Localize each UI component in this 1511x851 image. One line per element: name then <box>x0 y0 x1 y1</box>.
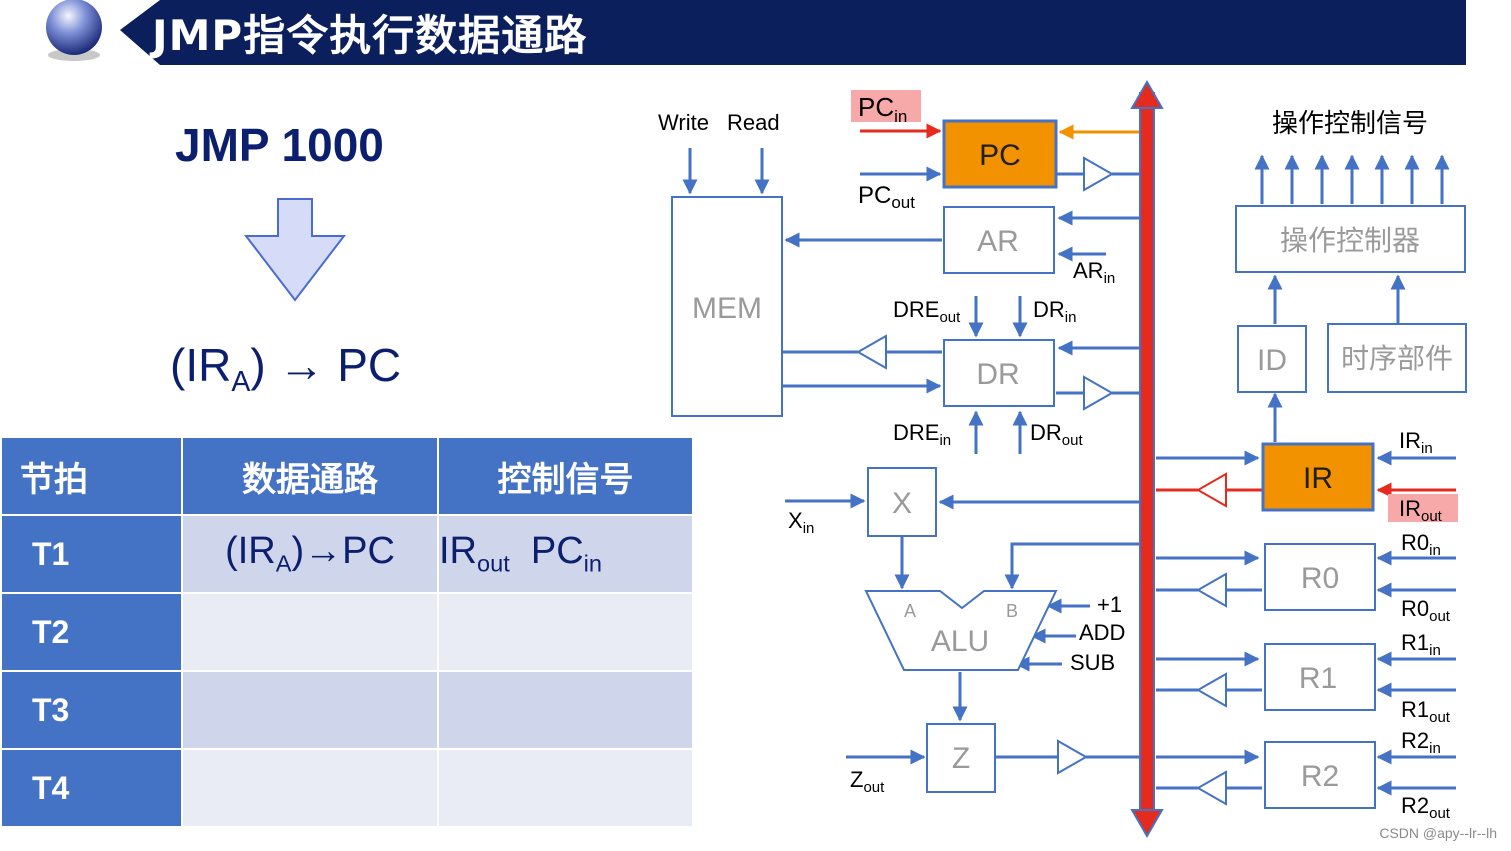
alu-unit <box>864 590 1058 671</box>
pc-register <box>942 119 1058 189</box>
dr-out-buffer-icon <box>1083 375 1115 411</box>
z-out-buffer-icon <box>1057 739 1089 775</box>
timing-unit <box>1327 323 1467 393</box>
signals-cell <box>437 592 694 672</box>
alu-op-inc: +1 <box>1097 592 1122 617</box>
column-header: 控制信号 <box>437 436 694 516</box>
pc-in-highlight <box>851 90 921 122</box>
dre-out-label: DREout <box>893 297 961 326</box>
bus-down-arrow-icon <box>1130 809 1164 839</box>
table-row: T1 (IRA)→PC IRout PCin <box>0 514 694 594</box>
x-label: X <box>892 487 912 520</box>
r1-in-label: R1in <box>1401 630 1441 659</box>
ir-label: IR <box>1303 462 1333 495</box>
table-row: T3 <box>0 670 694 750</box>
column-header: 节拍 <box>0 436 183 516</box>
signals-cell <box>437 748 694 828</box>
step-cell: T4 <box>0 748 183 828</box>
signals-cell <box>437 670 694 750</box>
ir-in-label: IRin <box>1399 428 1433 457</box>
controller-box <box>1235 205 1466 273</box>
r0-register <box>1264 543 1376 611</box>
timing-label: 时序部件 <box>1341 342 1453 375</box>
write-label: Write <box>658 110 709 135</box>
dr-in-label: DRin <box>1033 297 1076 326</box>
ir-out-buffer-icon <box>1195 472 1227 508</box>
signals-cell: IRout PCin <box>437 514 694 594</box>
r1-out-label: R1out <box>1401 697 1451 726</box>
mem-out-buffer-icon <box>855 334 887 370</box>
pc-out-label: PCout <box>858 182 915 212</box>
table-header-row: 节拍 数据通路 控制信号 <box>0 436 694 516</box>
x-in-label: Xin <box>788 508 814 537</box>
r0-in-label: R0in <box>1401 530 1441 559</box>
mem-box <box>671 196 783 417</box>
read-label: Read <box>727 110 780 135</box>
r2-label: R2 <box>1301 760 1339 793</box>
r1-label: R1 <box>1299 662 1337 695</box>
r2-out-buffer-icon <box>1195 770 1227 806</box>
ir-register <box>1261 442 1375 512</box>
r0-label: R0 <box>1301 562 1339 595</box>
table-row: T4 <box>0 748 694 828</box>
control-signals-label: 操作控制信号 <box>1272 109 1428 139</box>
datapath-cell: (IRA)→PC <box>181 514 439 594</box>
z-label: Z <box>952 742 970 775</box>
controller-label: 操作控制器 <box>1280 224 1420 257</box>
bus-up-arrow-icon <box>1130 79 1164 109</box>
header-bar <box>46 0 1466 65</box>
datapath-cell <box>181 670 439 750</box>
mem-label: MEM <box>692 292 762 325</box>
r2-register <box>1264 741 1376 809</box>
r2-out-label: R2out <box>1401 793 1451 822</box>
r0-out-label: R0out <box>1401 596 1451 625</box>
pc-out-buffer-icon <box>1083 156 1115 192</box>
alu-op-sub: SUB <box>1070 650 1115 675</box>
watermark: CSDN @apy--lr--lh <box>1379 825 1497 841</box>
dr-label: DR <box>976 358 1019 391</box>
operation-formula: (IRA) → PC <box>170 339 402 399</box>
z-out-label: Zout <box>850 767 885 796</box>
ar-in-label: ARin <box>1073 258 1115 287</box>
instruction-label: JMP 1000 <box>175 119 384 171</box>
dr-register <box>943 339 1055 407</box>
step-cell: T2 <box>0 592 183 672</box>
dre-in-label: DREin <box>893 420 951 449</box>
ar-register <box>943 206 1055 274</box>
datapath-cell <box>181 748 439 828</box>
r0-out-buffer-icon <box>1195 572 1227 608</box>
pc-in-label: PCin <box>858 92 907 126</box>
ir-out-label: IRout <box>1399 496 1443 525</box>
dr-out-label: DRout <box>1030 420 1083 449</box>
ar-label: AR <box>977 225 1019 258</box>
z-register <box>926 723 996 793</box>
column-header: 数据通路 <box>181 436 439 516</box>
page-title: JMP指令执行数据通路 <box>152 11 588 60</box>
alu-input-a-label: A <box>904 601 916 621</box>
header-bullet-icon <box>46 0 102 55</box>
datapath-cell <box>181 592 439 672</box>
system-bus <box>1130 79 1164 839</box>
id-box <box>1237 325 1307 393</box>
table-row: T2 <box>0 592 694 672</box>
r1-register <box>1264 643 1376 711</box>
x-register <box>867 467 937 537</box>
alu-input-b-label: B <box>1006 601 1018 621</box>
steps-table: 节拍 数据通路 控制信号 T1 (IRA)→PC IRout PCin T2 T… <box>0 436 694 828</box>
r1-out-buffer-icon <box>1195 672 1227 708</box>
pc-label: PC <box>979 139 1021 172</box>
alu-label: ALU <box>931 625 989 658</box>
step-cell: T3 <box>0 670 183 750</box>
ir-out-highlight <box>1388 494 1458 522</box>
step-cell: T1 <box>0 514 183 594</box>
alu-op-add: ADD <box>1079 620 1125 645</box>
r2-in-label: R2in <box>1401 728 1441 757</box>
id-label: ID <box>1257 344 1287 377</box>
down-arrow-icon <box>243 198 347 302</box>
